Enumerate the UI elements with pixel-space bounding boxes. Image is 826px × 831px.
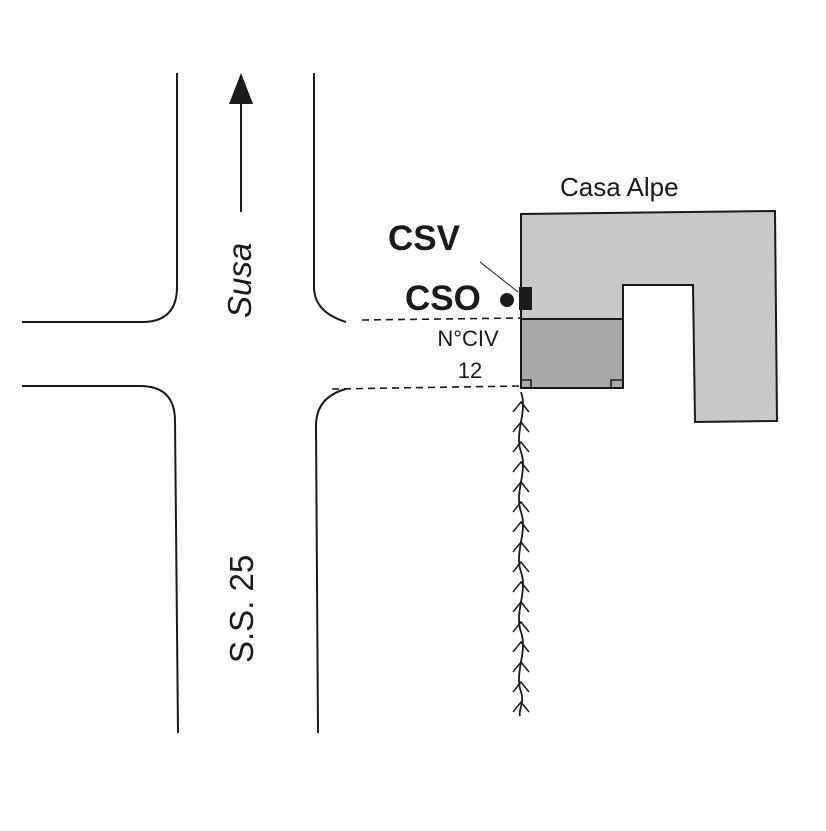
- stream-chevron: [512, 520, 530, 533]
- marker-csv-label: CSV: [388, 219, 461, 258]
- stream-chevron: [512, 660, 530, 673]
- dashed-line-lower: [331, 385, 521, 390]
- stream-chevron: [512, 400, 530, 413]
- stream-chevron: [512, 680, 530, 693]
- civic-number-value: 12: [458, 358, 482, 383]
- road-edge-right-lower: [314, 388, 347, 734]
- marker-cso-label: CSO: [405, 279, 481, 318]
- csv-leader-line: [479, 261, 519, 293]
- csv-marker-icon: [519, 287, 532, 310]
- civic-number-label: N°CIV: [437, 326, 499, 351]
- building-casa-alpe: [520, 209, 779, 424]
- road-label: S.S. 25: [223, 555, 260, 663]
- corner-mark-right: [610, 379, 624, 389]
- stream-chevron: [512, 460, 530, 473]
- stream-chevrons: [512, 400, 530, 713]
- building-label: Casa Alpe: [560, 172, 679, 202]
- stream-chevron: [512, 620, 530, 633]
- stream-chevron: [512, 580, 530, 593]
- stream-chevron: [512, 420, 530, 433]
- road-edge-left-upper: [22, 73, 178, 323]
- stream-chevron: [512, 440, 530, 453]
- cso-point-icon: [500, 293, 514, 307]
- road-edge-left-lower: [22, 385, 179, 734]
- stream-chevron: [512, 540, 530, 553]
- building-annex: [520, 318, 624, 389]
- stream-chevron: [512, 480, 530, 493]
- stream-chevron: [512, 560, 530, 573]
- direction-arrow-icon: [229, 73, 253, 104]
- corner-mark-left: [520, 379, 532, 389]
- dashed-line-upper: [361, 317, 521, 321]
- direction-label: Susa: [221, 243, 258, 318]
- stream-chevron: [512, 640, 530, 653]
- stream-chevron: [512, 600, 530, 613]
- stream-line: [518, 391, 524, 717]
- stream-chevron: [512, 500, 530, 513]
- stream-chevron: [512, 700, 530, 713]
- road-edge-right-upper: [313, 73, 347, 323]
